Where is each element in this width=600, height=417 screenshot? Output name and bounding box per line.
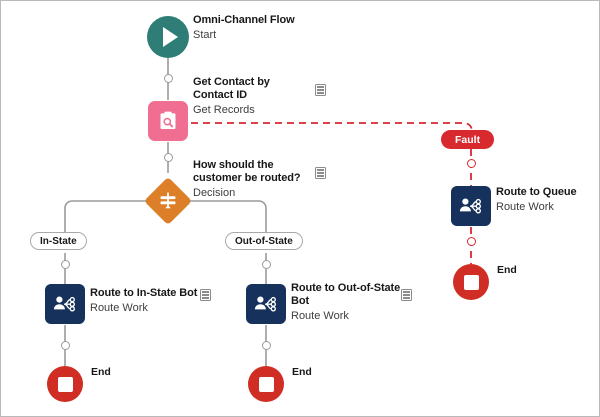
route-work-icon (451, 186, 491, 226)
node-start-label: Omni-Channel Flow Start (193, 14, 323, 42)
branch-label-out-of-state[interactable]: Out-of-State (225, 232, 303, 250)
node-start-subtitle: Start (193, 29, 217, 41)
add-element-button[interactable] (467, 159, 476, 168)
node-route-to-out-of-state-bot-subtitle: Route Work (291, 310, 349, 322)
end-stop-icon (248, 366, 284, 402)
node-start-title: Omni-Channel Flow (193, 14, 295, 26)
route-work-icon (45, 284, 85, 324)
add-element-button[interactable] (61, 341, 70, 350)
node-get-records-subtitle: Get Records (193, 104, 255, 116)
node-route-to-queue-title: Route to Queue (496, 186, 577, 198)
node-route-to-in-state-bot[interactable] (45, 284, 85, 324)
add-element-button[interactable] (262, 260, 271, 269)
node-start[interactable] (147, 16, 189, 58)
node-get-records[interactable] (148, 101, 188, 141)
add-element-button[interactable] (164, 153, 173, 162)
branch-label-fault[interactable]: Fault (441, 130, 495, 149)
route-work-icon (246, 284, 286, 324)
play-icon (147, 16, 189, 58)
node-end-in-state[interactable] (47, 366, 83, 402)
node-route-to-queue-subtitle: Route Work (496, 201, 554, 213)
add-element-button[interactable] (467, 237, 476, 246)
node-end-out-of-state[interactable] (248, 366, 284, 402)
node-route-to-in-state-bot-title: Route to In-State Bot (90, 287, 198, 299)
node-decision-title: How should the customer be routed? (193, 159, 301, 184)
note-icon[interactable] (315, 167, 326, 179)
end-stop-icon (453, 264, 489, 300)
note-icon[interactable] (401, 289, 412, 301)
node-decision-label: How should the customer be routed? Decis… (193, 159, 311, 200)
node-get-records-label: Get Contact by Contact ID Get Records (193, 76, 311, 117)
add-element-button[interactable] (262, 341, 271, 350)
note-icon[interactable] (200, 289, 211, 301)
note-icon[interactable] (315, 84, 326, 96)
branch-label-in-state[interactable]: In-State (30, 232, 87, 250)
node-end-in-state-label: End (91, 366, 111, 378)
node-route-to-queue[interactable] (451, 186, 491, 226)
add-element-button[interactable] (61, 260, 70, 269)
node-route-to-in-state-bot-label: Route to In-State Bot Route Work (90, 287, 202, 315)
end-stop-icon (47, 366, 83, 402)
node-decision[interactable] (143, 176, 193, 226)
add-element-button[interactable] (164, 74, 173, 83)
node-end-fault-label: End (497, 264, 517, 276)
node-route-to-out-of-state-bot[interactable] (246, 284, 286, 324)
node-route-to-queue-label: Route to Queue Route Work (496, 186, 596, 214)
get-records-icon (148, 101, 188, 141)
node-route-to-out-of-state-bot-label: Route to Out-of-State Bot Route Work (291, 282, 401, 323)
node-get-records-title: Get Contact by Contact ID (193, 76, 270, 101)
node-end-fault[interactable] (453, 264, 489, 300)
node-decision-subtitle: Decision (193, 187, 236, 199)
node-end-out-of-state-label: End (292, 366, 312, 378)
node-route-to-out-of-state-bot-title: Route to Out-of-State Bot (291, 282, 401, 307)
node-route-to-in-state-bot-subtitle: Route Work (90, 302, 148, 314)
